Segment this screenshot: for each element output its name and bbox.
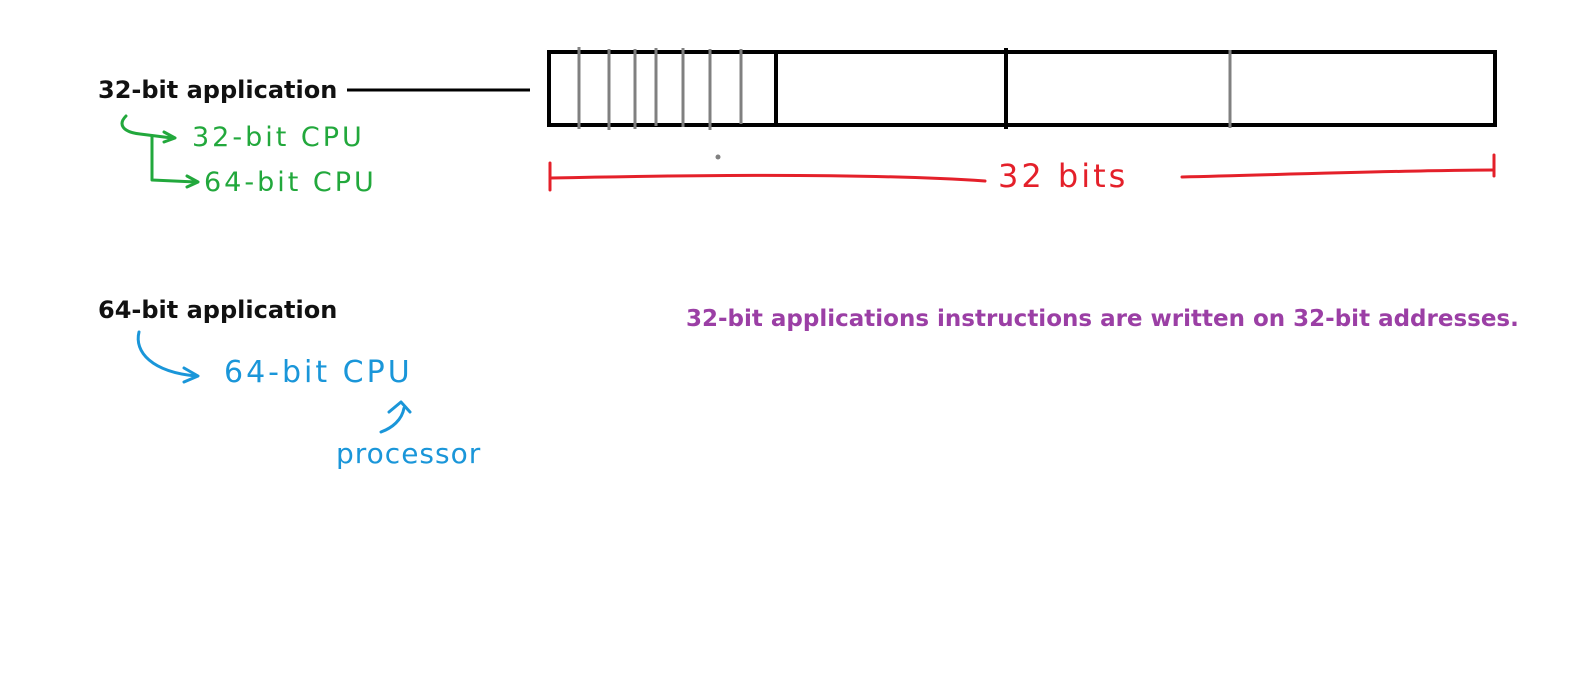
app64-label: 64-bit application <box>98 296 338 324</box>
register-box <box>547 50 1497 127</box>
cpu64-blue-annotation: 64-bit CPU <box>224 355 413 390</box>
cpu64-green-annotation: 64-bit CPU <box>204 167 377 198</box>
dot-mark <box>715 154 721 160</box>
section-dividers <box>774 48 1008 129</box>
bits-annotation: 32 bits <box>998 157 1129 195</box>
cpu32-annotation: 32-bit CPU <box>192 122 365 153</box>
green-branch <box>120 114 200 189</box>
processor-annotation: processor <box>336 437 482 470</box>
app32-label: 32-bit application <box>98 76 338 104</box>
addresses-note: 32-bit applications instructions are wri… <box>686 306 1519 332</box>
span-arrow <box>548 153 1496 192</box>
bit-dividers <box>577 47 1232 130</box>
blue-arrows <box>136 330 412 434</box>
